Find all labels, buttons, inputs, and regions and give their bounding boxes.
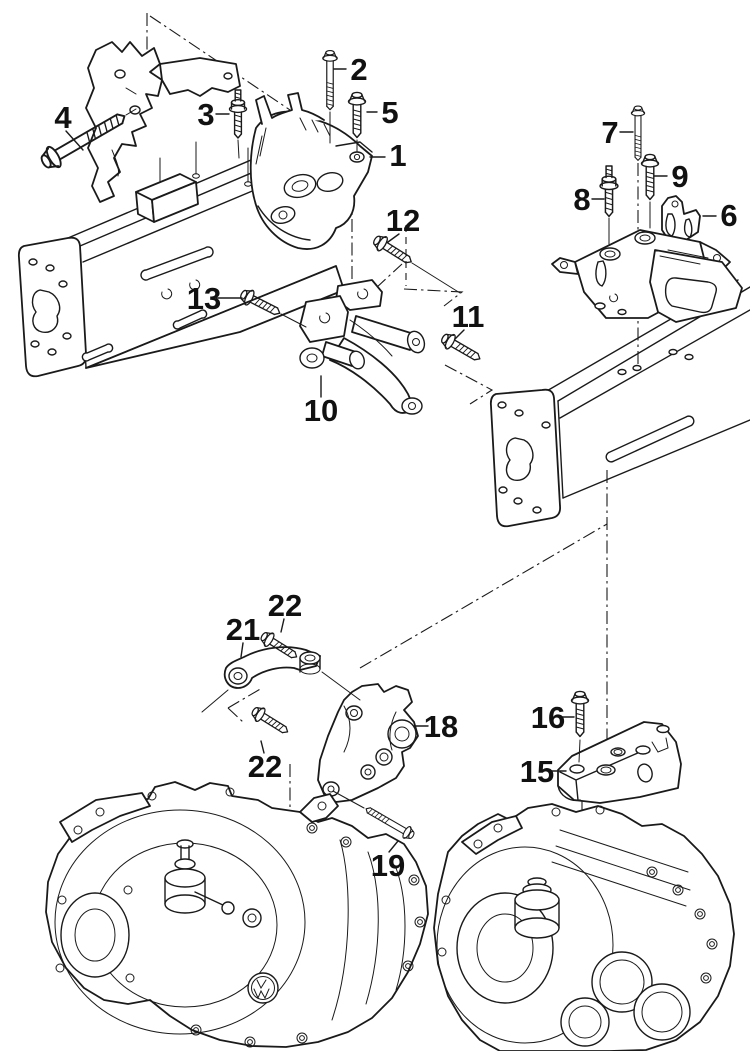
callout-22-lower[interactable]: 22 [248,740,282,784]
leader-line [387,233,400,243]
leader-line [65,130,84,151]
callout-19[interactable]: 19 [371,840,405,883]
part-support-bracket [299,279,426,415]
part-right-member [489,279,750,528]
leader-line [454,329,465,340]
bolt-13 [237,285,307,328]
part-gearbox-support [557,721,682,804]
callout-15-label[interactable]: 15 [520,754,554,789]
callout-4[interactable]: 4 [54,100,84,151]
callout-6-label[interactable]: 6 [720,198,737,233]
callout-18-label[interactable]: 18 [424,709,458,744]
bolt-4 [36,105,137,175]
bolt-11 [438,329,485,367]
callout-22-upper-label[interactable]: 22 [268,588,302,623]
bolt-12 [369,231,461,294]
vw-logo [247,972,279,1004]
stud-8 [599,165,619,245]
callout-8-label[interactable]: 8 [573,182,590,217]
callout-12-label[interactable]: 12 [386,203,420,238]
callout-16-label[interactable]: 16 [531,700,565,735]
gearbox-left [45,781,429,1048]
callout-1[interactable]: 1 [369,138,407,173]
callout-10[interactable]: 10 [304,375,338,428]
leader-line [388,840,399,853]
part-pendulum-support [317,671,419,809]
callout-1-label[interactable]: 1 [389,138,406,173]
stud-3 [228,89,248,159]
callout-7-label[interactable]: 7 [601,115,618,150]
callout-11-label[interactable]: 11 [452,299,485,334]
callout-6[interactable]: 6 [702,198,738,233]
callout-13[interactable]: 13 [187,281,243,316]
callout-5-label[interactable]: 5 [381,95,398,130]
callouts: 1 2 3 4 5 6 7 8 [54,52,737,883]
bolt-16 [570,690,590,763]
bolt-7 [630,105,646,161]
fasteners [36,49,660,843]
leader-line [260,740,265,754]
bolt-2 [322,49,338,144]
callout-3[interactable]: 3 [197,97,230,132]
callout-21-label[interactable]: 21 [226,612,260,647]
callout-11[interactable]: 11 [452,299,485,340]
bolt-9 [640,153,660,229]
callout-5[interactable]: 5 [366,95,399,130]
callout-8[interactable]: 8 [573,182,605,217]
part-engine-mount [249,92,373,250]
callout-13-label[interactable]: 13 [187,281,221,316]
callout-7[interactable]: 7 [601,115,634,150]
leader-line [240,642,244,658]
callout-22-upper[interactable]: 22 [268,588,302,633]
callout-21[interactable]: 21 [226,612,260,658]
part-left-member [17,139,345,378]
callout-12[interactable]: 12 [386,203,420,243]
bolt-5 [347,91,367,153]
callout-19-label[interactable]: 19 [371,848,405,883]
callout-9-label[interactable]: 9 [671,159,688,194]
gearbox-right [433,803,735,1051]
part-link-bracket [201,646,321,713]
callout-22-lower-label[interactable]: 22 [248,749,282,784]
callout-2[interactable]: 2 [333,52,368,87]
part-body-bracket [85,41,241,203]
callout-16[interactable]: 16 [531,700,575,735]
callout-18[interactable]: 18 [413,709,458,744]
bolt-22-lower [248,703,293,740]
callout-4-label[interactable]: 4 [54,100,72,135]
part-gearbox-mount [551,195,743,323]
callout-10-label[interactable]: 10 [304,393,338,428]
callout-3-label[interactable]: 3 [197,97,214,132]
leader-line [280,618,285,633]
callout-2-label[interactable]: 2 [350,52,367,87]
callout-9[interactable]: 9 [653,159,689,194]
callout-15[interactable]: 15 [520,754,567,789]
